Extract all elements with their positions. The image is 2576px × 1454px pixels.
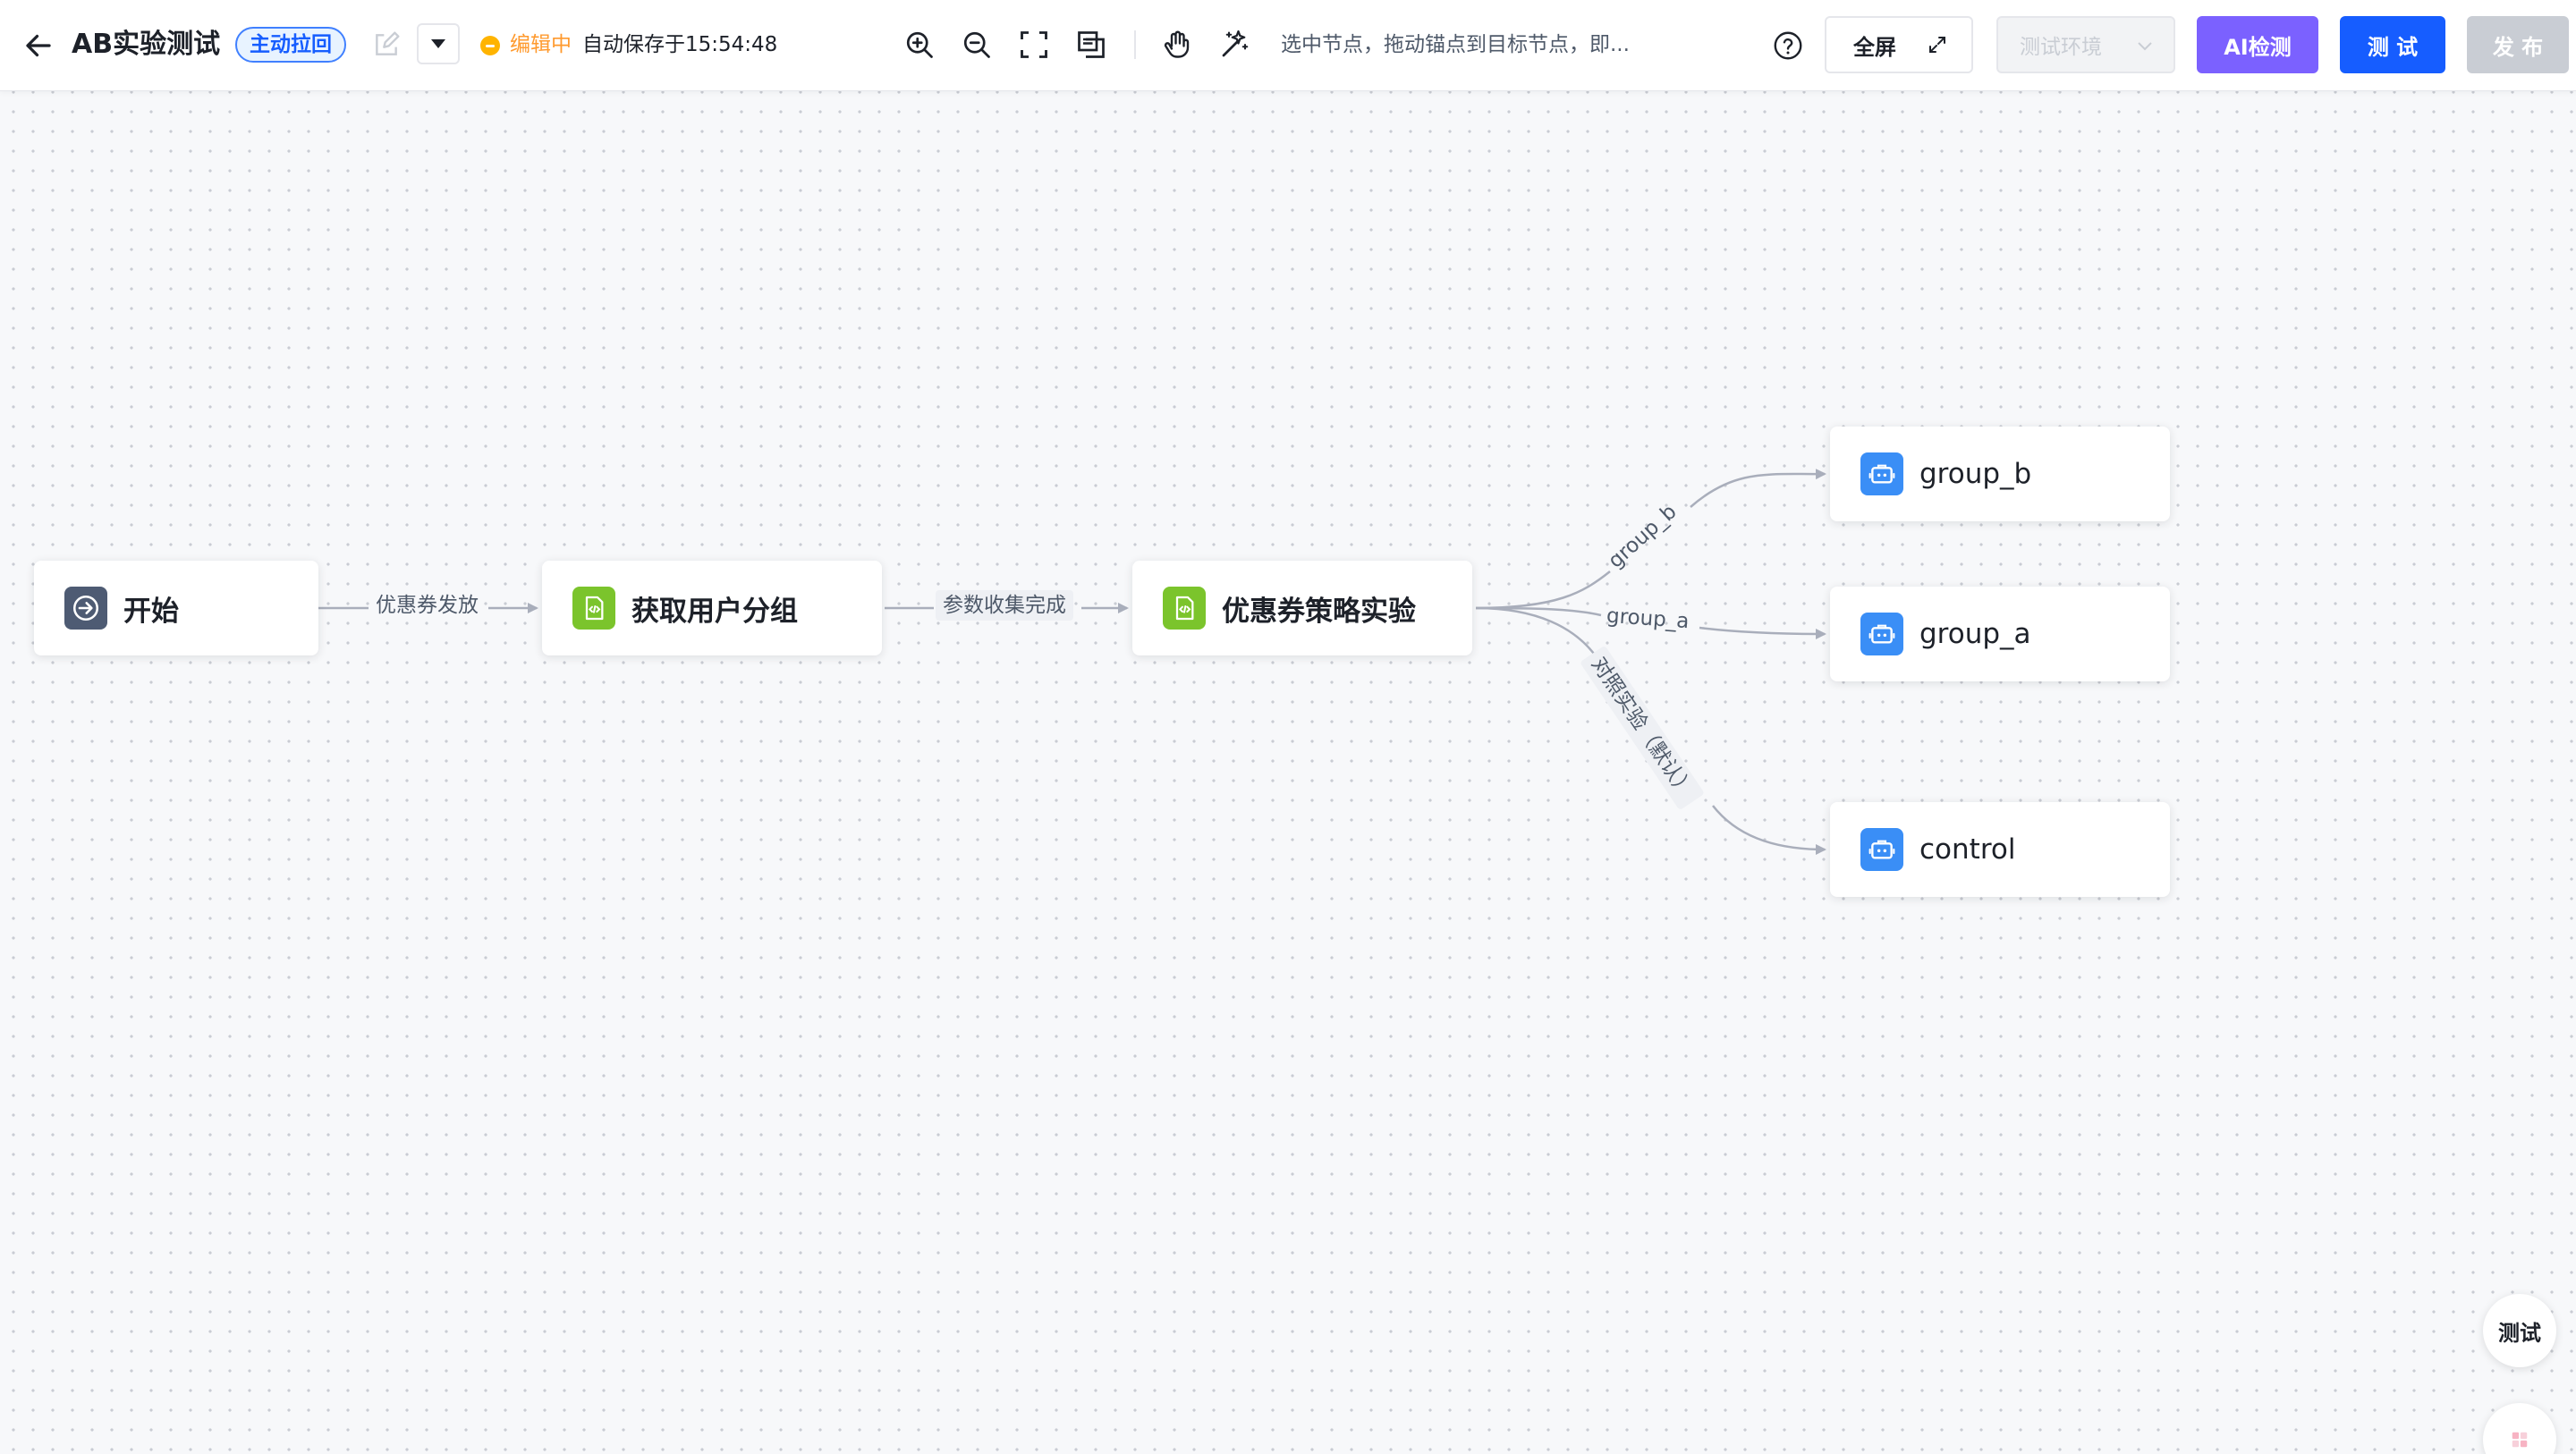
mode-tag: 主动拉回 xyxy=(235,27,346,63)
editing-status-icon xyxy=(480,36,500,55)
node-coupon-experiment[interactable]: 优惠券策略实验 xyxy=(1132,561,1472,655)
bot-node-icon xyxy=(1860,613,1903,655)
start-node-icon xyxy=(64,587,107,630)
floating-app-button[interactable] xyxy=(2483,1403,2556,1454)
node-group-a-label: group_a xyxy=(1919,618,2031,650)
ai-check-button[interactable]: AI检测 xyxy=(2197,16,2318,73)
connection-hint: 选中节点，拖动锚点到目标节点，即... xyxy=(1281,33,1630,56)
node-control[interactable]: control xyxy=(1830,802,2170,897)
bot-node-icon xyxy=(1860,828,1903,871)
environment-select[interactable]: 测试环境 xyxy=(1996,16,2175,73)
zoom-out-icon[interactable] xyxy=(955,23,998,66)
floating-test-button[interactable]: 测试 xyxy=(2483,1294,2556,1367)
node-get-user-group[interactable]: 获取用户分组 xyxy=(542,561,882,655)
node-group-a[interactable]: group_a xyxy=(1830,587,2170,681)
edge-label-params: 参数收集完成 xyxy=(936,590,1073,621)
version-dropdown-button[interactable] xyxy=(417,23,460,64)
fullscreen-label: 全屏 xyxy=(1853,34,1896,60)
caret-down-icon xyxy=(431,39,445,48)
edit-icon[interactable] xyxy=(369,27,404,63)
expand-icon xyxy=(1927,34,1948,55)
edge-label-group-a: group_a xyxy=(1606,604,1690,634)
node-group-b[interactable]: group_b xyxy=(1830,427,2170,521)
edge-label-start: 优惠券发放 xyxy=(376,594,479,617)
app-grid-icon xyxy=(2512,1432,2528,1448)
node-coupon-experiment-label: 优惠券策略实验 xyxy=(1222,595,1416,628)
bot-node-icon xyxy=(1860,452,1903,495)
node-get-user-group-label: 获取用户分组 xyxy=(631,595,798,628)
node-start-label: 开始 xyxy=(123,595,179,628)
code-node-icon xyxy=(1163,587,1206,630)
toolbar-divider xyxy=(1134,30,1136,59)
node-control-label: control xyxy=(1919,833,2016,866)
fullscreen-button[interactable]: 全屏 xyxy=(1825,16,1973,73)
node-start[interactable]: 开始 xyxy=(34,561,318,655)
magic-wand-icon[interactable] xyxy=(1213,23,1256,66)
code-node-icon xyxy=(572,587,615,630)
edge-branch-control[interactable] xyxy=(1475,606,1825,850)
node-group-b-label: group_b xyxy=(1919,458,2032,490)
fit-view-icon[interactable] xyxy=(1013,23,1055,66)
autosave-time: 自动保存于15:54:48 xyxy=(582,33,778,56)
test-button[interactable]: 测 试 xyxy=(2340,16,2445,73)
layout-icon[interactable] xyxy=(1070,23,1113,66)
help-icon[interactable] xyxy=(1767,25,1809,66)
page-title: AB实验测试 xyxy=(72,29,221,60)
environment-placeholder: 测试环境 xyxy=(2020,36,2102,59)
back-arrow-icon[interactable] xyxy=(16,23,61,68)
hand-pan-icon[interactable] xyxy=(1156,23,1199,66)
editing-status: 编辑中 xyxy=(510,33,572,56)
publish-button[interactable]: 发 布 xyxy=(2467,16,2569,73)
edge-layer xyxy=(318,92,2576,1454)
zoom-in-icon[interactable] xyxy=(898,23,941,66)
top-toolbar: AB实验测试 主动拉回 编辑中 自动保存于15:54:48 选中节点，拖动锚点到… xyxy=(0,0,2576,91)
flow-canvas[interactable]: 优惠券发放 参数收集完成 group_b group_a 对照实验（默认） 开始… xyxy=(0,92,2576,1454)
chevron-down-icon xyxy=(2138,42,2152,51)
